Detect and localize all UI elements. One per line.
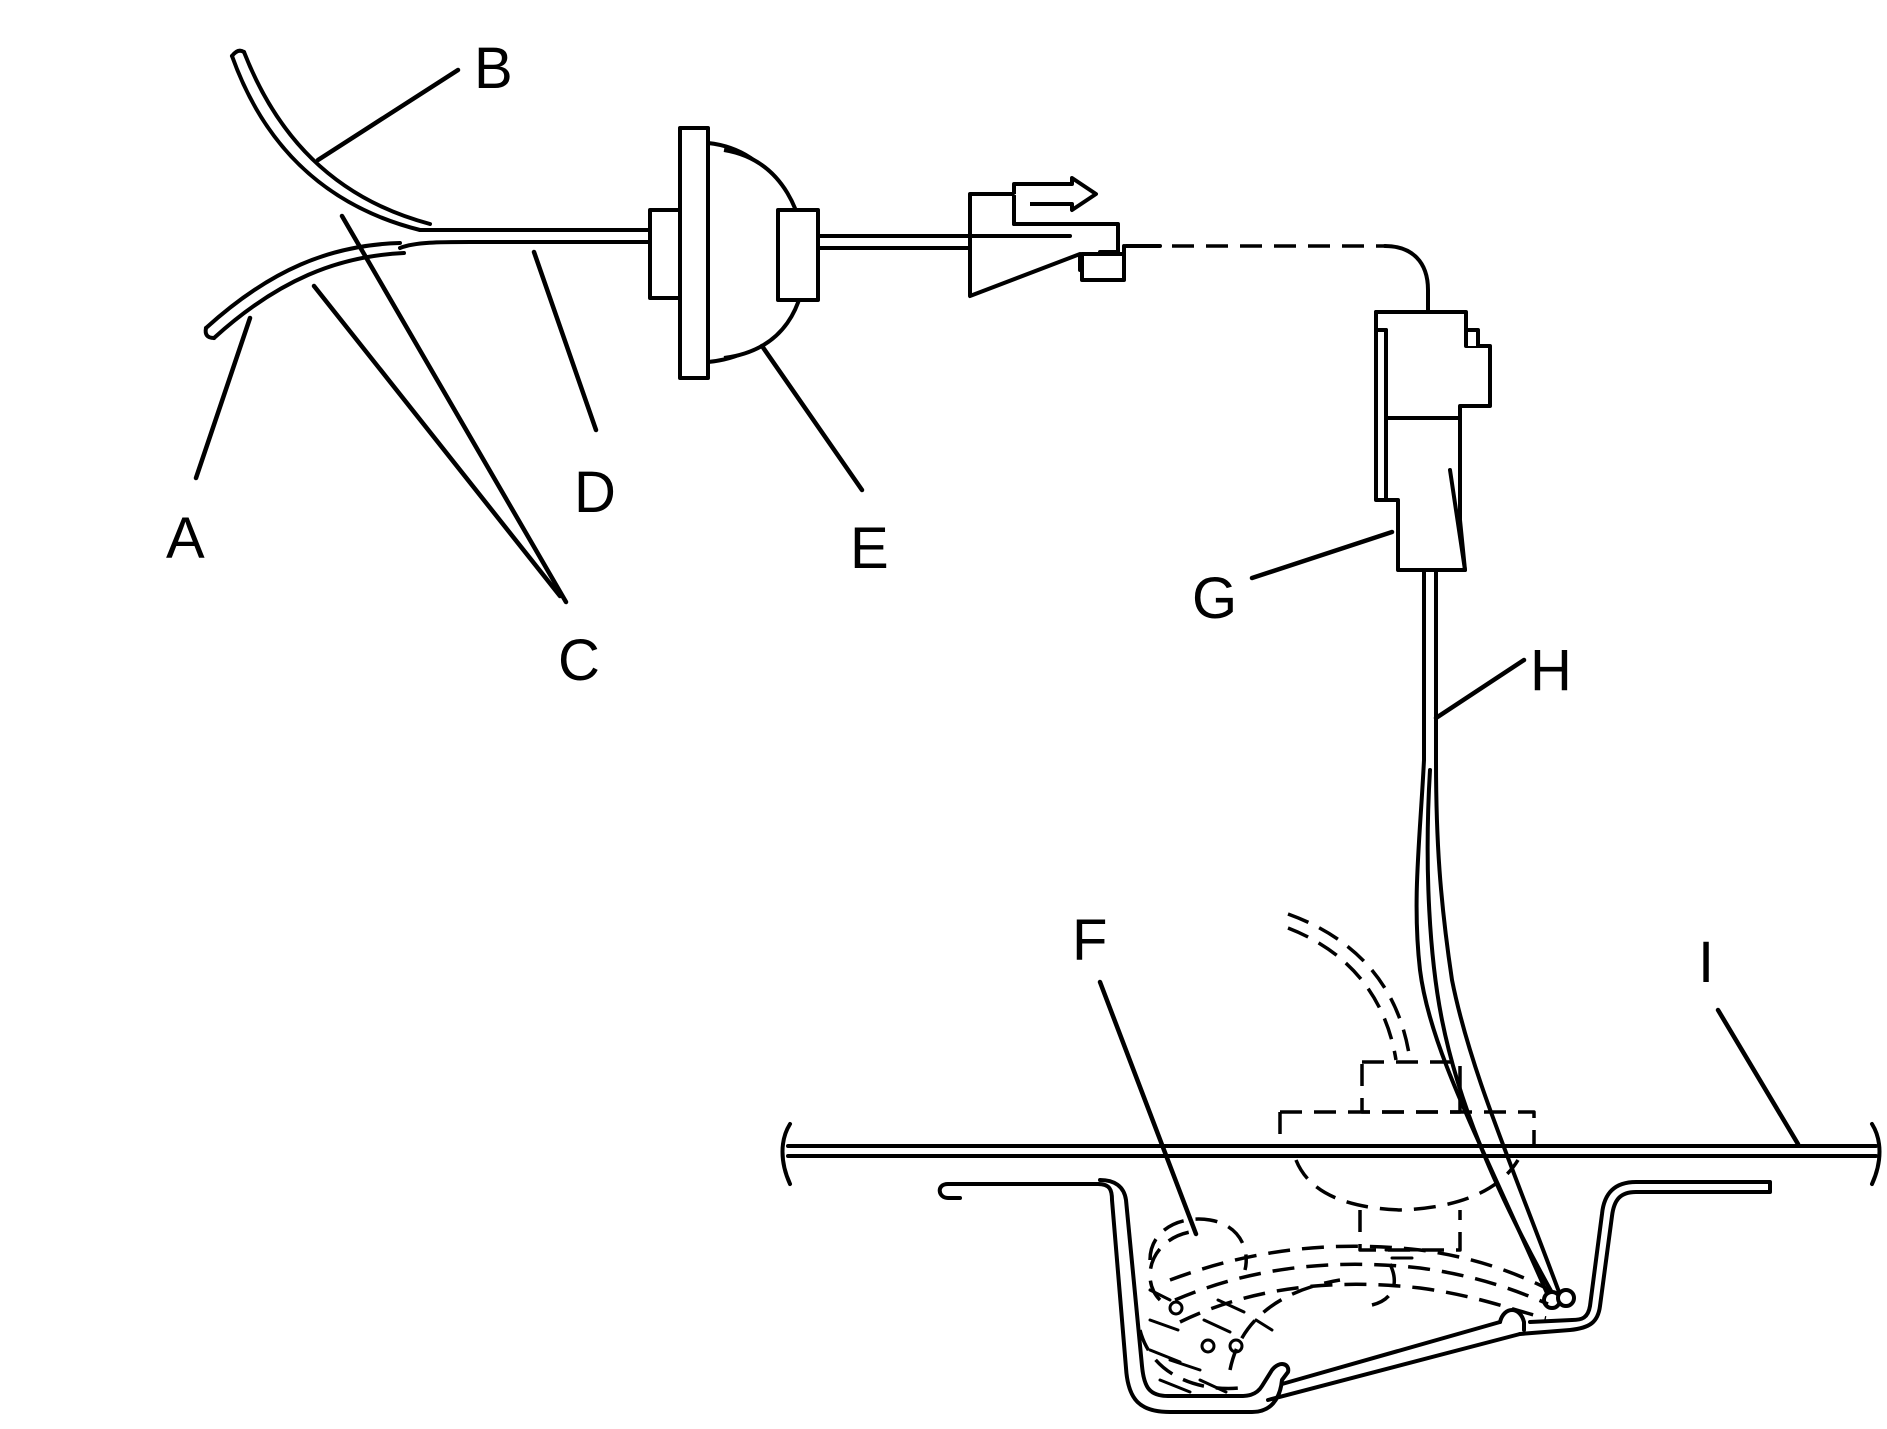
harness-h (1414, 568, 1576, 1310)
leader-d (531, 249, 599, 433)
leader-i (1715, 1007, 1801, 1147)
label-f: F (1072, 908, 1107, 973)
label-d: D (574, 460, 616, 525)
leader-b (315, 67, 461, 163)
tray-pan (937, 1178, 1772, 1414)
label-g: G (1192, 566, 1237, 631)
hose-b (230, 48, 432, 232)
leader-lines (193, 67, 1801, 1237)
leader-a (193, 315, 253, 481)
leader-c1 (339, 213, 569, 605)
harness-segment (816, 234, 972, 250)
leader-g (1249, 529, 1395, 581)
label-a: A (166, 506, 205, 571)
leader-h (1433, 657, 1527, 721)
dashed-harness-route (1124, 244, 1430, 314)
label-e: E (850, 516, 889, 581)
label-c: C (558, 628, 600, 693)
floor-panel-i (780, 1122, 1882, 1186)
label-b: B (474, 36, 513, 101)
hidden-components (1138, 912, 1551, 1394)
harness-d (398, 228, 652, 250)
leader-c2 (311, 283, 563, 599)
hose-a (203, 241, 406, 340)
callout-labels: A B C D E F G H I (166, 36, 1714, 995)
leader-e (759, 343, 865, 493)
connector-g (1374, 310, 1492, 572)
inline-connector (968, 176, 1126, 298)
leader-f (1097, 979, 1199, 1237)
grommet-e (648, 126, 820, 380)
label-i: I (1698, 930, 1714, 995)
label-h: H (1530, 638, 1572, 703)
